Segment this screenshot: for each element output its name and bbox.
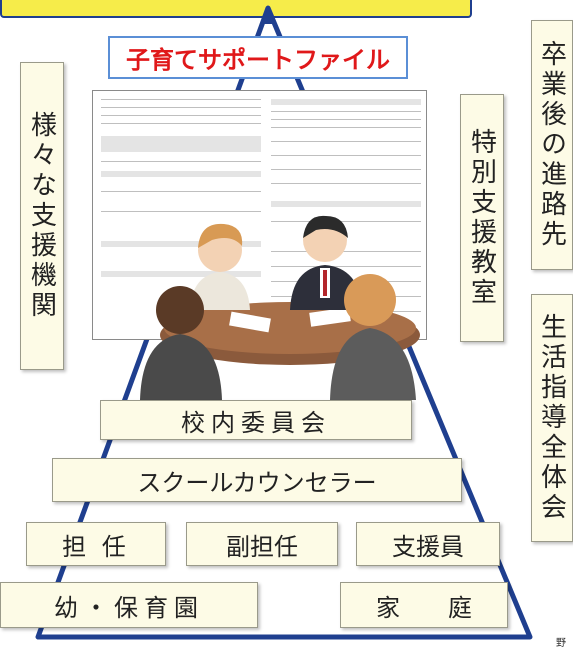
school-committee-box: 校内委員会	[100, 400, 412, 440]
life-guidance-box: 生活指導全体会	[531, 294, 573, 542]
assistant-homeroom-box: 副担任	[186, 522, 338, 566]
home-label: 家 庭	[376, 593, 472, 622]
school-counselor-box: スクールカウンセラー	[52, 458, 462, 502]
support-file-document	[92, 90, 427, 340]
corner-text-label: 野	[556, 638, 566, 649]
nursery-kindergarten-label: 幼・保育園	[54, 593, 204, 622]
homeroom-teacher-box: 担 任	[26, 522, 166, 566]
school-committee-label: 校内委員会	[181, 408, 331, 437]
home-box: 家 庭	[340, 582, 508, 628]
assistant-homeroom-label: 副担任	[226, 532, 298, 561]
post-graduation-label: 卒業後の進路先	[536, 40, 567, 250]
life-guidance-label: 生活指導全体会	[536, 313, 567, 523]
top-banner	[0, 0, 472, 18]
support-agencies-box: 様々な支援機関	[20, 62, 64, 370]
file-title: 子育てサポートファイル	[108, 36, 408, 79]
homeroom-teacher-label: 担 任	[62, 532, 130, 561]
nursery-kindergarten-box: 幼・保育園	[0, 582, 258, 628]
corner-text: 野	[556, 634, 566, 649]
special-support-class-box: 特別支援教室	[460, 94, 504, 342]
support-agencies-label: 様々な支援機関	[26, 111, 57, 321]
school-counselor-label: スクールカウンセラー	[137, 468, 377, 497]
support-staff-label: 支援員	[392, 532, 464, 561]
post-graduation-box: 卒業後の進路先	[531, 20, 573, 270]
support-staff-box: 支援員	[356, 522, 500, 566]
file-title-text: 子育てサポートファイル	[126, 46, 390, 74]
meeting-illustration	[140, 215, 420, 400]
special-support-class-label: 特別支援教室	[466, 128, 497, 308]
